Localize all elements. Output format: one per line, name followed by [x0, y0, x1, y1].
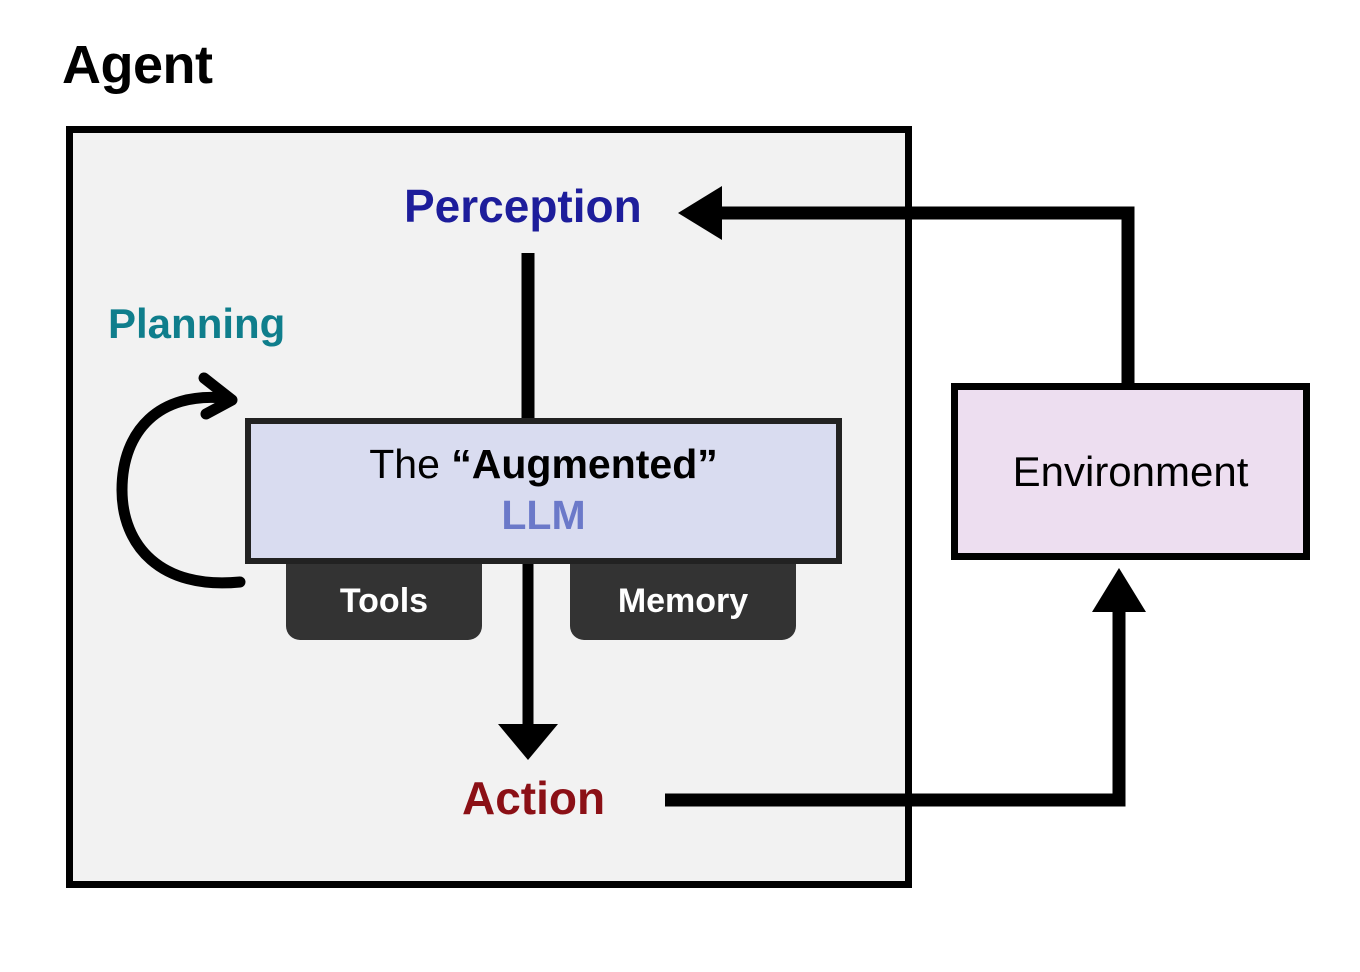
node-tools-tab[interactable]: Tools — [286, 562, 482, 640]
node-perception: Perception — [404, 180, 642, 232]
node-augmented-llm[interactable]: The “Augmented” LLM — [245, 418, 842, 564]
node-planning: Planning — [108, 300, 286, 347]
llm-acronym-text: LLM — [501, 492, 586, 539]
llm-the-text: The — [369, 441, 452, 488]
tools-label: Tools — [339, 581, 429, 620]
node-action: Action — [462, 772, 606, 824]
edge-action-to-environment-arrowhead — [1092, 568, 1146, 612]
agent-title: Agent — [62, 35, 213, 95]
node-memory-tab[interactable]: Memory — [570, 562, 796, 640]
node-environment[interactable]: Environment — [951, 383, 1310, 560]
memory-label: Memory — [617, 581, 749, 620]
environment-label: Environment — [1012, 447, 1249, 495]
llm-augmented-text: “Augmented” — [451, 441, 718, 488]
llm-title-line: The “Augmented” — [369, 442, 718, 488]
